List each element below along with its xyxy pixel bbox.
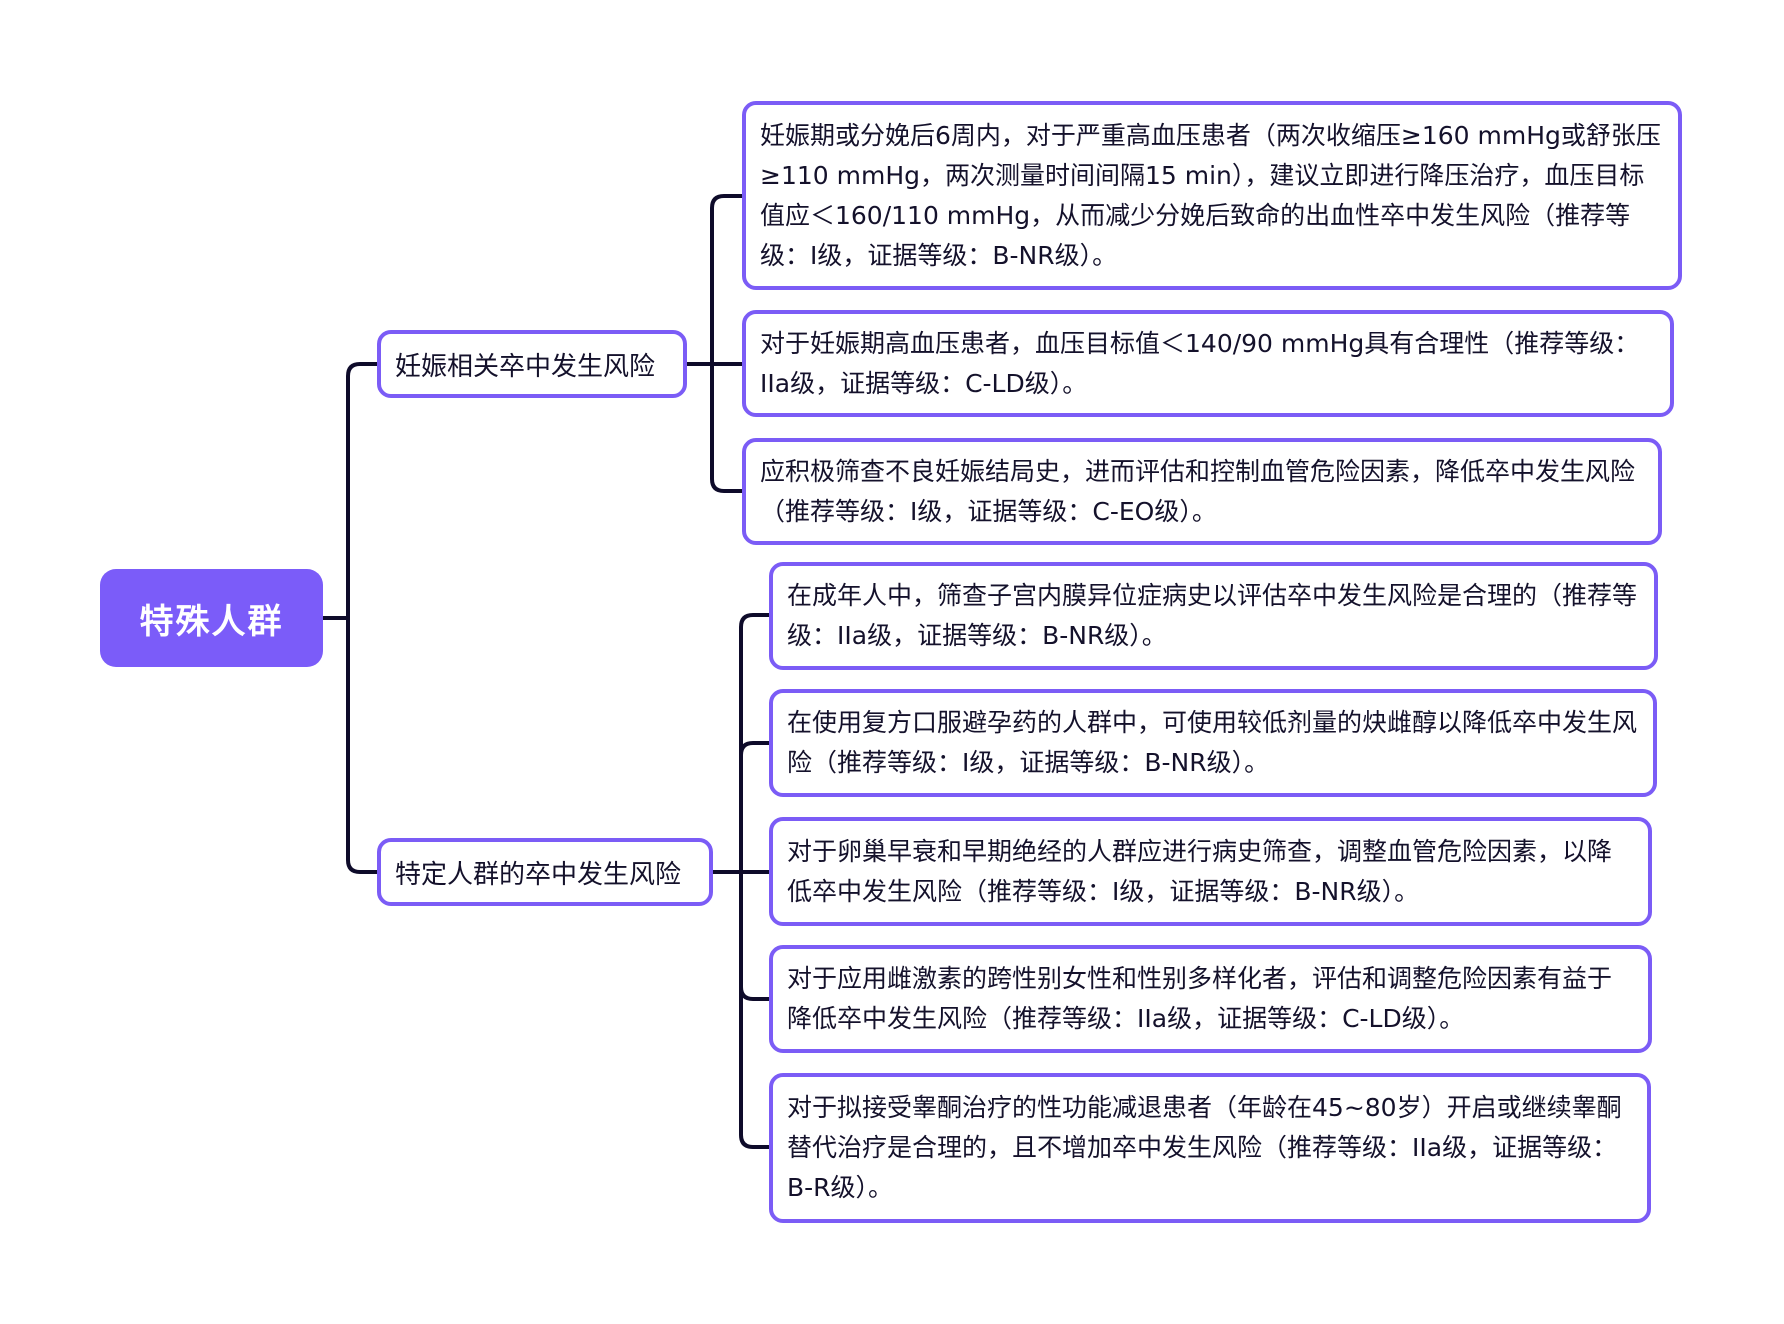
leaf-node-text: 对于妊娠期高血压患者，血压目标值＜140/90 mmHg具有合理性（推荐等级：I…: [760, 328, 1640, 398]
connector-root-branch-2: [346, 616, 379, 874]
root-node-label: 特殊人群: [139, 601, 284, 642]
branch-node-pregnancy-risk[interactable]: 妊娠相关卒中发生风险: [377, 330, 687, 398]
branch-node-specific-population-risk[interactable]: 特定人群的卒中发生风险: [377, 838, 713, 906]
leaf-node[interactable]: 应积极筛查不良妊娠结局史，进而评估和控制血管危险因素，降低卒中发生风险（推荐等级…: [742, 438, 1662, 545]
leaf-node-text: 应积极筛查不良妊娠结局史，进而评估和控制血管危险因素，降低卒中发生风险（推荐等级…: [760, 456, 1636, 526]
branch-node-label: 特定人群的卒中发生风险: [395, 859, 682, 890]
connector-branch-2-leaf-1: [739, 613, 771, 874]
root-node[interactable]: 特殊人群: [100, 569, 323, 667]
leaf-node-text: 对于卵巢早衰和早期绝经的人群应进行病史筛查，调整血管危险因素，以降低卒中发生风险…: [787, 836, 1613, 906]
leaf-node-text: 对于拟接受睾酮治疗的性功能减退患者（年龄在45~80岁）开启或继续睾酮替代治疗是…: [787, 1093, 1622, 1202]
leaf-node-text: 在成年人中，筛查子宫内膜异位症病史以评估卒中发生风险是合理的（推荐等级：IIa级…: [787, 581, 1638, 650]
leaf-node-text: 对于应用雌激素的跨性别女性和性别多样化者，评估和调整危险因素有益于降低卒中发生风…: [787, 964, 1613, 1033]
leaf-node[interactable]: 在使用复方口服避孕药的人群中，可使用较低剂量的炔雌醇以降低卒中发生风险（推荐等级…: [769, 689, 1657, 797]
connector-branch-1-leaf-1: [710, 194, 744, 366]
leaf-node[interactable]: 对于应用雌激素的跨性别女性和性别多样化者，评估和调整危险因素有益于降低卒中发生风…: [769, 945, 1652, 1053]
leaf-node[interactable]: 对于卵巢早衰和早期绝经的人群应进行病史筛查，调整血管危险因素，以降低卒中发生风险…: [769, 817, 1652, 926]
connector-branch-2-leaf-4: [739, 870, 771, 1001]
connector-branch-1-leaf-3: [710, 362, 744, 493]
connector-branch-2-leaf-2: [739, 741, 771, 874]
leaf-node[interactable]: 在成年人中，筛查子宫内膜异位症病史以评估卒中发生风险是合理的（推荐等级：IIa级…: [769, 562, 1658, 670]
leaf-node[interactable]: 对于拟接受睾酮治疗的性功能减退患者（年龄在45~80岁）开启或继续睾酮替代治疗是…: [769, 1073, 1651, 1223]
connector-root-branch-1: [346, 362, 379, 620]
leaf-node[interactable]: 对于妊娠期高血压患者，血压目标值＜140/90 mmHg具有合理性（推荐等级：I…: [742, 310, 1674, 417]
branch-node-label: 妊娠相关卒中发生风险: [395, 351, 656, 382]
connector-branch-2-leaf-5: [739, 870, 771, 1149]
leaf-node-text: 妊娠期或分娩后6周内，对于严重高血压患者（两次收缩压≥160 mmHg或舒张压≥…: [760, 120, 1661, 270]
leaf-node[interactable]: 妊娠期或分娩后6周内，对于严重高血压患者（两次收缩压≥160 mmHg或舒张压≥…: [742, 101, 1682, 290]
leaf-node-text: 在使用复方口服避孕药的人群中，可使用较低剂量的炔雌醇以降低卒中发生风险（推荐等级…: [787, 708, 1638, 777]
